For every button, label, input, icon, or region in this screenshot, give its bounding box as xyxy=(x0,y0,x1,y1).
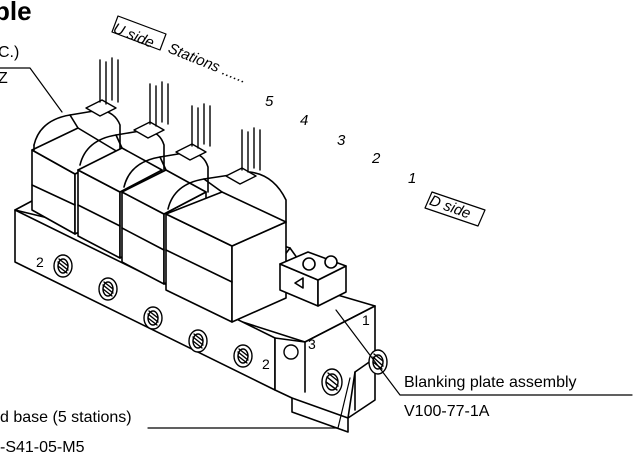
port-threaded-hole xyxy=(233,344,253,368)
connector-plug xyxy=(175,103,211,161)
d-side-box xyxy=(424,191,486,227)
port-threaded-hole xyxy=(188,329,208,353)
leader-base xyxy=(147,377,351,429)
u-side-box xyxy=(111,15,167,51)
connectors xyxy=(85,57,261,185)
leader-blanking-plate xyxy=(335,309,633,396)
solenoid-valve xyxy=(165,171,287,323)
callout-top-left-line1: C.) xyxy=(0,44,20,61)
page-heading-fragment: ple xyxy=(0,0,32,26)
station-number-2: 2 xyxy=(372,150,381,167)
blanking-plate-name: Blanking plate assembly xyxy=(404,374,577,391)
port-label-3: 3 xyxy=(308,336,316,352)
port-threaded-hole xyxy=(98,277,118,301)
leader-top-left xyxy=(0,67,63,113)
blanking-plate-part-number: V100-77-1A xyxy=(404,403,490,420)
station-number-5: 5 xyxy=(265,93,274,110)
station-number-4: 4 xyxy=(300,112,309,129)
port-threaded-hole xyxy=(321,368,343,396)
station-number-3: 3 xyxy=(337,132,346,149)
port-threaded-hole xyxy=(143,306,163,330)
port-threaded-hole xyxy=(368,349,388,375)
base-part-number: -S41-05-M5 xyxy=(0,439,85,456)
port-label-front: 2 xyxy=(262,356,270,372)
connector-plug xyxy=(85,57,119,117)
leader-lines xyxy=(0,67,633,429)
base-name: d base (5 stations) xyxy=(0,409,132,426)
blanking-plate xyxy=(279,251,347,307)
port-label-1: 1 xyxy=(362,312,370,328)
station-number-1: 1 xyxy=(408,170,417,187)
connector-plug xyxy=(133,81,169,139)
port-threaded-hole xyxy=(53,254,73,278)
front-ports xyxy=(53,254,388,396)
port-label-left: 2 xyxy=(36,254,44,270)
callout-top-left-line2: Z xyxy=(0,70,8,87)
side-label-boxes xyxy=(111,15,486,227)
connector-plug xyxy=(225,127,261,185)
